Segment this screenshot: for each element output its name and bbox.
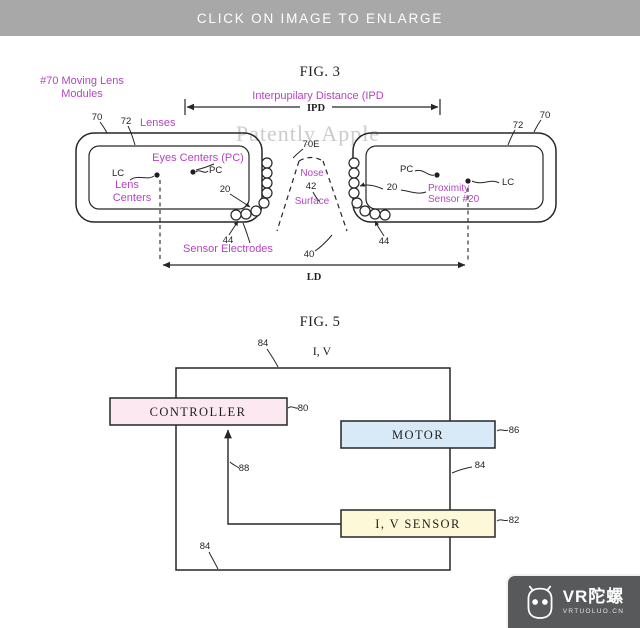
right-pc-dot <box>434 172 440 178</box>
ref-72-right: 72 <box>513 120 524 131</box>
lc-left-leader <box>129 175 155 181</box>
sensor-electrodes-leader <box>242 222 251 244</box>
ref-72-left-leader <box>127 125 136 146</box>
ref-70-right: 70 <box>540 110 551 121</box>
proximity-sensor-line2: Sensor #20 <box>428 194 480 205</box>
ipd-title-label: Interpupilary Distance (IPD <box>252 90 383 102</box>
fig5-title: FIG. 5 <box>300 314 341 330</box>
ref-80: 80 <box>298 403 309 414</box>
motor-label: MOTOR <box>392 428 444 442</box>
controller-box <box>109 397 288 426</box>
nose-surface-outline <box>276 156 348 232</box>
sensor-electrode-coils-right <box>348 157 391 221</box>
left-lens-inner <box>88 145 250 210</box>
proximity-sensor-line1: Proximity <box>428 183 469 194</box>
ref-82: 82 <box>509 515 520 526</box>
motor-box <box>340 420 496 449</box>
ref-70e: 70E <box>303 139 320 150</box>
left-lc-dot <box>154 172 160 178</box>
ref-70e-leader <box>292 148 304 159</box>
ref-84-top-leader <box>266 348 279 368</box>
ipd-dimension: IPD <box>184 99 441 115</box>
ref-44-right-arrow <box>374 220 385 237</box>
ref-20-left-arrow <box>229 193 251 208</box>
ref-80-leader <box>287 406 299 409</box>
ref-82-leader <box>496 519 509 522</box>
eyes-centers-label: Eyes Centers (PC) <box>152 152 244 164</box>
ref-84-right-leader <box>451 466 473 474</box>
ref-20-right: 20 <box>387 182 398 193</box>
iv-sensor-label: I, V SENSOR <box>375 517 460 531</box>
ref-84-bottom-leader <box>208 551 219 570</box>
ref-70-left: 70 <box>92 112 103 123</box>
iv-label: I, V <box>313 344 332 358</box>
ref-40: 40 <box>304 249 315 260</box>
right-lens-inner <box>365 145 544 210</box>
ref-20-left: 20 <box>220 184 231 195</box>
ld-dimension: LD <box>159 180 469 283</box>
pc-right-label: PC <box>400 164 413 175</box>
ref-44-left: 44 <box>223 235 234 246</box>
ref-88: 88 <box>239 463 250 474</box>
logo-site-text: VRTUOLUO.CN <box>562 608 625 616</box>
lc-right-leader <box>471 180 500 184</box>
ref-72-right-leader <box>507 129 516 146</box>
pc-left-label: PC <box>209 165 222 176</box>
ref-70-right-leader <box>533 119 542 133</box>
ref-86-leader <box>496 429 509 432</box>
controller-label: CONTROLLER <box>150 405 247 419</box>
pc-left-leader <box>195 170 209 173</box>
ref-40-leader <box>314 234 333 252</box>
vr-tuoluo-watermark: VR陀螺 VRTUOLUO.CN <box>506 574 640 628</box>
lc-right-label: LC <box>502 177 514 188</box>
lens-centers-line1: Lens <box>115 179 139 191</box>
left-lens-outer <box>75 132 263 223</box>
right-lc-dot <box>465 178 471 184</box>
moving-lens-label-line2: Modules <box>61 88 103 100</box>
ref-70-left-leader <box>99 121 108 134</box>
iv-sensor-box <box>340 509 496 538</box>
ref-20-right-arrow <box>359 182 384 190</box>
surface-label: Surface <box>295 196 330 207</box>
ref-84-right: 84 <box>475 460 486 471</box>
lc-left-label: LC <box>112 168 124 179</box>
sensor-electrode-coils-left <box>230 157 273 221</box>
moving-lens-label-line1: #70 Moving Lens <box>40 75 124 87</box>
ipd-label: IPD <box>307 103 326 114</box>
lens-centers-line2: Centers <box>113 192 152 204</box>
ref-72-left: 72 <box>121 116 132 127</box>
ref-42-leader <box>312 191 321 203</box>
pc-right-leader <box>414 169 435 176</box>
ref-84-bottom: 84 <box>200 541 211 552</box>
enlarge-banner: CLICK ON IMAGE TO ENLARGE <box>0 0 640 36</box>
fig3-title: FIG. 3 <box>300 64 341 80</box>
enlarge-banner-text: CLICK ON IMAGE TO ENLARGE <box>196 10 444 26</box>
ref-84-top: 84 <box>258 338 269 349</box>
logo-brand-text: VR陀螺 <box>562 587 625 607</box>
eyes-centers-leader <box>195 163 215 171</box>
left-pc-dot <box>190 169 196 175</box>
ref-86: 86 <box>509 425 520 436</box>
ref-88-leader <box>229 461 240 469</box>
nose-label: Nose <box>300 168 324 179</box>
sensor-electrodes-label: Sensor Electrodes <box>183 243 273 255</box>
feedback-arrow <box>224 429 341 525</box>
proximity-sensor-leader <box>400 189 427 194</box>
vr-helmet-icon <box>527 585 553 619</box>
ref-44-left-arrow <box>228 220 239 236</box>
ref-42: 42 <box>306 181 317 192</box>
signal-loop-rect <box>175 367 451 571</box>
ld-label: LD <box>307 272 322 283</box>
ref-44-right: 44 <box>379 236 390 247</box>
lenses-label: Lenses <box>140 117 176 129</box>
